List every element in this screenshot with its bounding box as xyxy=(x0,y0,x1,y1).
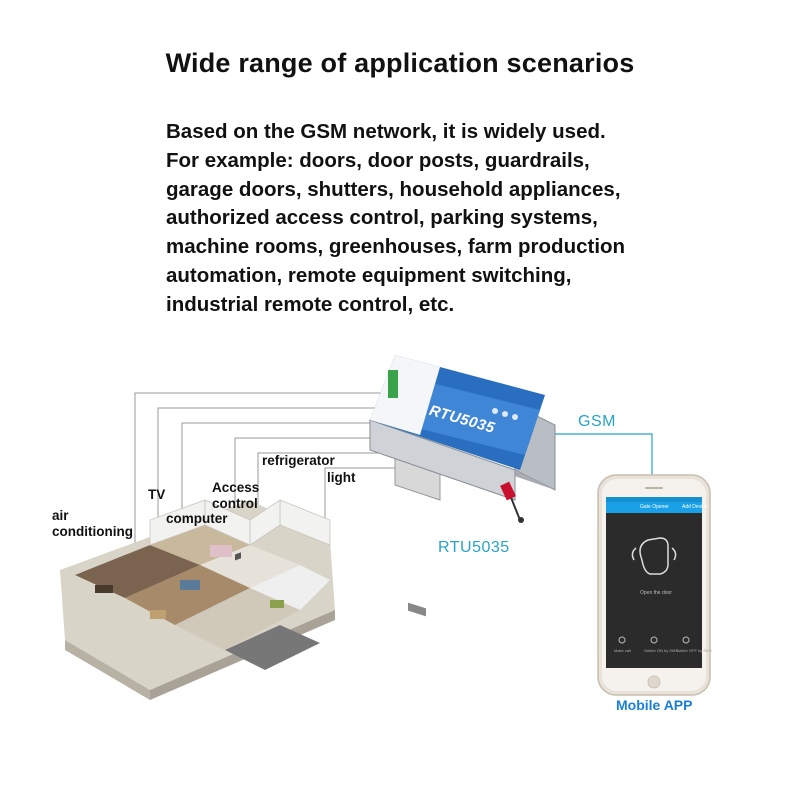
phone-header-right: Add Device xyxy=(682,504,708,510)
rtu5035-device xyxy=(369,355,556,617)
house-illustration xyxy=(60,499,335,700)
phone-center-text[interactable]: Open the door xyxy=(640,590,672,596)
phone-button-make-call[interactable]: Make call xyxy=(614,648,631,653)
phone-button-switch-off[interactable]: Switch OFF by SMS xyxy=(676,648,713,653)
description-line: Based on the GSM network, it is widely u… xyxy=(166,120,606,143)
label-computer: computer xyxy=(166,511,228,526)
phone-button-icons xyxy=(618,636,690,644)
description-line: For example: doors, door posts, guardrai… xyxy=(166,148,590,172)
gsm-line xyxy=(525,433,653,485)
label-access-control-line: control xyxy=(212,496,258,511)
phone-app-title: Gate Opener xyxy=(640,504,669,510)
description-line: machine rooms, greenhouses, farm product… xyxy=(166,235,626,259)
line-light xyxy=(324,467,400,520)
description-line: automation, remote equipment switching, xyxy=(166,263,572,287)
label-light: light xyxy=(327,470,356,485)
app-caption: Mobile APP xyxy=(616,697,693,713)
line-air-conditioning xyxy=(134,392,400,545)
description-line: authorized access control, parking syste… xyxy=(166,206,598,230)
label-air-conditioning: air conditioning xyxy=(52,508,133,540)
phone-button-switch-on[interactable]: Switch ON by SMS xyxy=(644,648,679,653)
line-computer xyxy=(181,422,400,525)
description: Based on the GSM network, it is widely u… xyxy=(166,118,766,320)
label-access-control-line: Access xyxy=(212,480,260,495)
hand-icon xyxy=(631,537,677,575)
label-air-conditioning-line: conditioning xyxy=(52,524,133,539)
line-tv xyxy=(157,407,400,540)
label-tv: TV xyxy=(148,487,166,502)
line-refrigerator xyxy=(257,452,400,520)
description-line: industrial remote control, etc. xyxy=(166,292,455,316)
label-access-control: Access control xyxy=(212,480,259,512)
label-refrigerator: refrigerator xyxy=(262,453,335,468)
mobile-phone xyxy=(597,474,711,696)
description-line: garage doors, shutters, household applia… xyxy=(166,177,621,201)
connection-lines xyxy=(134,392,400,555)
label-air-conditioning-line: air xyxy=(52,508,69,523)
device-caption: RTU5035 xyxy=(438,539,510,556)
gsm-label: GSM xyxy=(578,413,616,430)
page-title: Wide range of application scenarios xyxy=(165,48,635,78)
